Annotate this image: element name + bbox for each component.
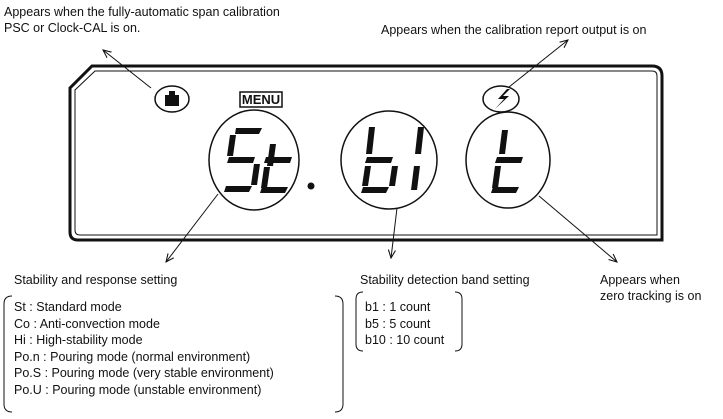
band-setting-item: b1 : 1 count [365,300,431,314]
digit-circle-2 [340,110,438,210]
lcd-frame-outer [68,64,664,242]
segment-digit-s [224,128,262,192]
menu-indicator: MENU [239,91,283,108]
segment-digit-t [260,144,292,193]
stability-mode-item: Co : Anti-convection mode [14,316,160,331]
band-setting-item: b5 : 5 count [365,316,431,331]
digit-circle-1 [208,109,300,211]
detection-band-title: Stability detection band setting [360,273,530,287]
stability-mode-item: Hi : High-stability mode [14,333,143,347]
stability-list-bracket-right [334,295,344,413]
band-setting-list: b1 : 1 count b5 : 5 count b10 : 10 count [365,299,444,349]
decimal-point [307,182,315,190]
zero-tracking-note: Appears when zero tracking is on [600,272,701,304]
span-calibration-note: Appears when the fully-automatic span ca… [4,4,280,36]
stability-mode-item: Po.U : Pouring mode (unstable environmen… [14,382,262,397]
arrow-zero-tracking [538,195,617,262]
menu-label: MENU [242,92,280,107]
zero-tracking-note-line1: Appears when [600,273,680,287]
arrow-report-output [508,40,568,88]
digit-circle-3 [465,111,551,209]
stability-mode-list: St : Standard mode Co : Anti-convection … [14,299,274,398]
segment-digit-b [361,127,398,193]
arrow-span-calibration [103,50,152,89]
segment-digit-t2 [491,130,523,193]
weight-icon [154,85,190,113]
segment-digit-1 [411,127,424,190]
stability-mode-item: Po.n : Pouring mode (normal environment) [14,349,251,364]
zero-tracking-note-line2: zero tracking is on [600,289,702,303]
band-list-bracket-left [355,291,364,352]
lcd-frame-inner [74,70,658,236]
band-setting-item: b10 : 10 count [365,333,445,347]
lightning-icon [482,85,520,113]
stability-list-bracket-left [3,295,13,413]
stability-setting-title: Stability and response setting [14,273,178,287]
span-calibration-note-line1: Appears when the fully-automatic span ca… [4,5,280,19]
report-output-note: Appears when the calibration report outp… [381,23,647,37]
arrow-stability-setting [166,193,219,262]
band-list-bracket-right [454,291,463,352]
arrow-detection-band [391,207,398,258]
stability-mode-item: Po.S : Pouring mode (very stable environ… [14,366,274,380]
span-calibration-note-line2: PSC or Clock-CAL is on. [4,21,141,35]
stability-mode-item: St : Standard mode [14,300,122,314]
